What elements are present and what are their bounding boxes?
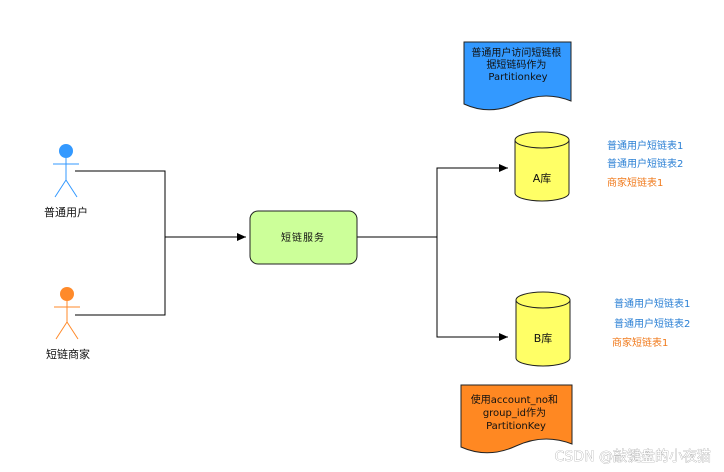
edge-merchant-to-service (75, 237, 166, 316)
note-top-line-3: Partitionkey (488, 72, 547, 83)
note-bottom-line-3: PartitionKey (486, 421, 546, 432)
database-a-top (514, 131, 570, 149)
actor-merchant (54, 287, 80, 340)
edge-service-to-a (357, 164, 508, 238)
database-a-body (514, 140, 570, 202)
actor-merchant-label: 短链商家 (46, 347, 90, 361)
edge-normal-user-to-service (75, 170, 246, 241)
database-b-body (515, 300, 571, 367)
database-b-top (515, 291, 571, 309)
database-b-label: B库 (534, 332, 553, 345)
note-bottom-line-2: group_id作为 (483, 407, 546, 419)
actor-normal-user-label: 普通用户 (44, 205, 88, 219)
note-bottom-line-1: 使用account_no和 (471, 393, 558, 406)
note-bottom-shape (460, 384, 573, 454)
database-b-table-2: 普通用户短链表2 (614, 317, 690, 330)
database-b (515, 291, 571, 367)
service-label: 短链服务 (281, 231, 325, 244)
database-b-tables: 普通用户短链表1 普通用户短链表2 商家短链表1 (612, 297, 690, 349)
database-a-label: A库 (533, 172, 552, 185)
database-b-table-3: 商家短链表1 (612, 336, 668, 349)
database-a-tables: 普通用户短链表1 普通用户短链表2 商家短链表1 (607, 139, 683, 189)
watermark: CSDN @敲键盘的小夜猫 (555, 448, 711, 465)
note-top-line-1: 普通用户访问短链根 (471, 46, 561, 59)
actor-normal-user-body (53, 158, 79, 198)
database-a-table-2: 普通用户短链表2 (607, 157, 683, 170)
note-top-line-2: 据短链码作为 (486, 58, 546, 71)
actor-merchant-head (60, 287, 74, 301)
database-a-table-3: 商家短链表1 (607, 176, 663, 189)
note-top-shape (463, 41, 572, 111)
actor-merchant-body (54, 301, 80, 340)
edge-service-to-b (436, 237, 508, 341)
connectors (75, 164, 508, 341)
actor-normal-user (53, 144, 79, 198)
database-b-table-1: 普通用户短链表1 (614, 297, 690, 310)
actor-normal-user-head (59, 144, 73, 158)
database-a (514, 131, 570, 202)
note-top-text: 普通用户访问短链根 据短链码作为 Partitionkey (471, 46, 564, 83)
service-box (249, 210, 358, 265)
note-bottom-text: 使用account_no和 group_id作为 PartitionKey (471, 393, 561, 432)
database-a-table-1: 普通用户短链表1 (607, 139, 683, 152)
